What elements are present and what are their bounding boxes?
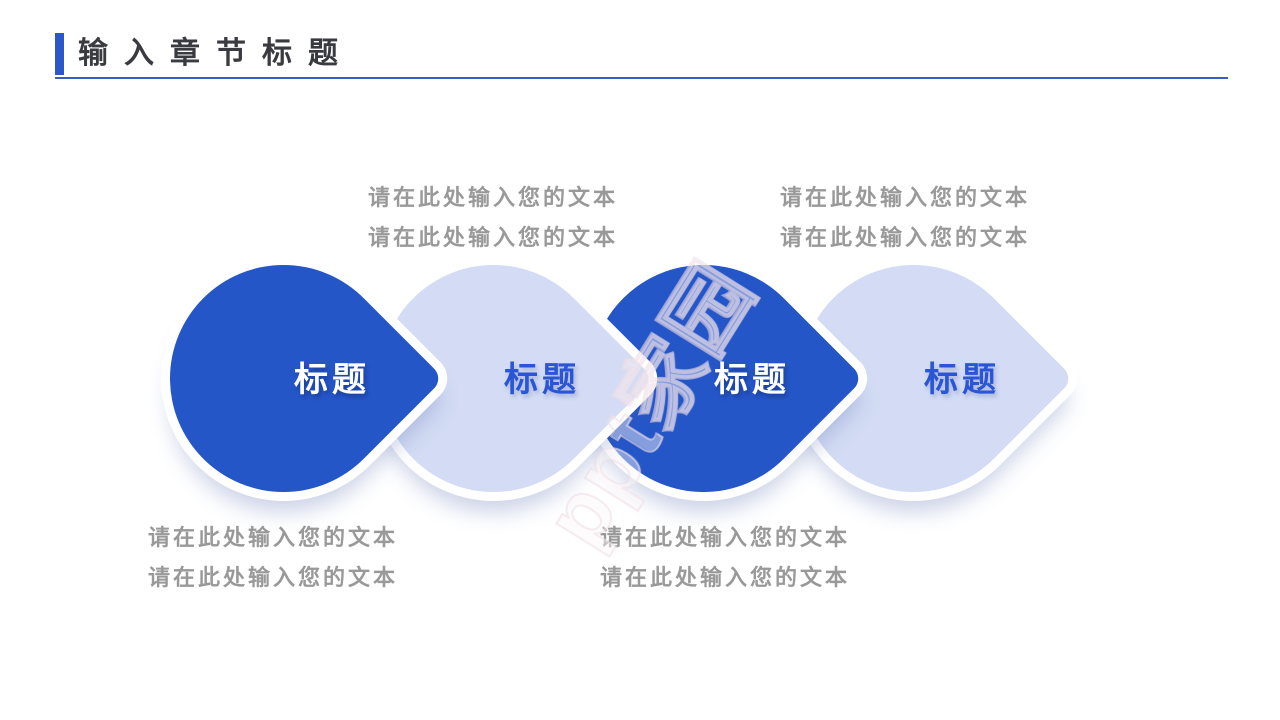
step-4-label[interactable]: 标题 (924, 361, 1000, 399)
note-line: 请在此处输入您的文本 (600, 525, 851, 550)
step-3-label[interactable]: 标题 (714, 361, 790, 399)
header-divider (55, 77, 1228, 79)
note-line: 请在此处输入您的文本 (780, 225, 1031, 250)
step-4-notes[interactable]: 请在此处输入您的文本 请在此处输入您的文本 (780, 178, 1030, 258)
step-1-label[interactable]: 标题 (294, 361, 370, 399)
note-line: 请在此处输入您的文本 (148, 565, 399, 590)
note-line: 请在此处输入您的文本 (148, 525, 399, 550)
step-3-notes[interactable]: 请在此处输入您的文本 请在此处输入您的文本 (600, 518, 850, 598)
step-2-label[interactable]: 标题 (504, 361, 580, 399)
note-line: 请在此处输入您的文本 (368, 185, 619, 210)
note-line: 请在此处输入您的文本 (780, 185, 1031, 210)
section-title[interactable]: 输入章节标题 (78, 37, 354, 70)
step-2-notes[interactable]: 请在此处输入您的文本 请在此处输入您的文本 (368, 178, 618, 258)
title-accent-bar (55, 33, 64, 75)
note-line: 请在此处输入您的文本 (368, 225, 619, 250)
note-line: 请在此处输入您的文本 (600, 565, 851, 590)
step-1-notes[interactable]: 请在此处输入您的文本 请在此处输入您的文本 (148, 518, 398, 598)
